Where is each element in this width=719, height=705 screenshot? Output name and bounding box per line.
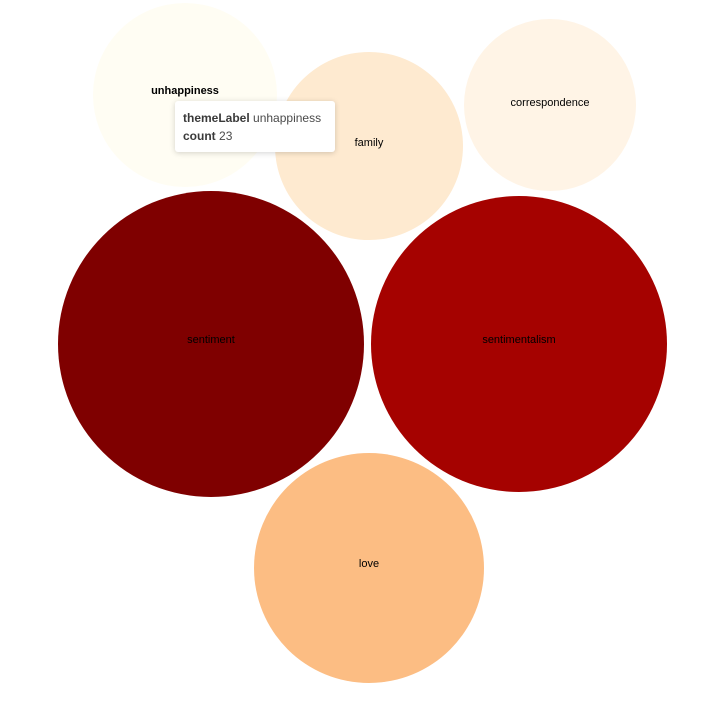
tooltip-row-theme: themeLabel unhappiness [183, 109, 327, 127]
tooltip-key-theme: themeLabel [183, 111, 250, 125]
bubble-family[interactable] [275, 52, 463, 240]
bubble-label-family: family [355, 137, 384, 149]
bubble-correspondence[interactable] [464, 19, 636, 191]
tooltip-row-count: count 23 [183, 127, 327, 145]
tooltip-key-count: count [183, 129, 216, 143]
tooltip-value-theme: unhappiness [253, 111, 322, 125]
bubble-sentiment[interactable] [58, 191, 364, 497]
bubble-label-sentimentalism: sentimentalism [482, 334, 555, 346]
bubble-label-correspondence: correspondence [511, 97, 590, 109]
bubble-sentimentalism[interactable] [371, 196, 667, 492]
tooltip-value-count: 23 [219, 129, 233, 143]
bubble-love[interactable] [254, 453, 484, 683]
bubble-label-love: love [359, 558, 379, 570]
tooltip: themeLabel unhappiness count 23 [175, 101, 335, 152]
bubble-label-sentiment: sentiment [187, 334, 235, 346]
bubble-label-unhappiness: unhappiness [151, 85, 219, 97]
